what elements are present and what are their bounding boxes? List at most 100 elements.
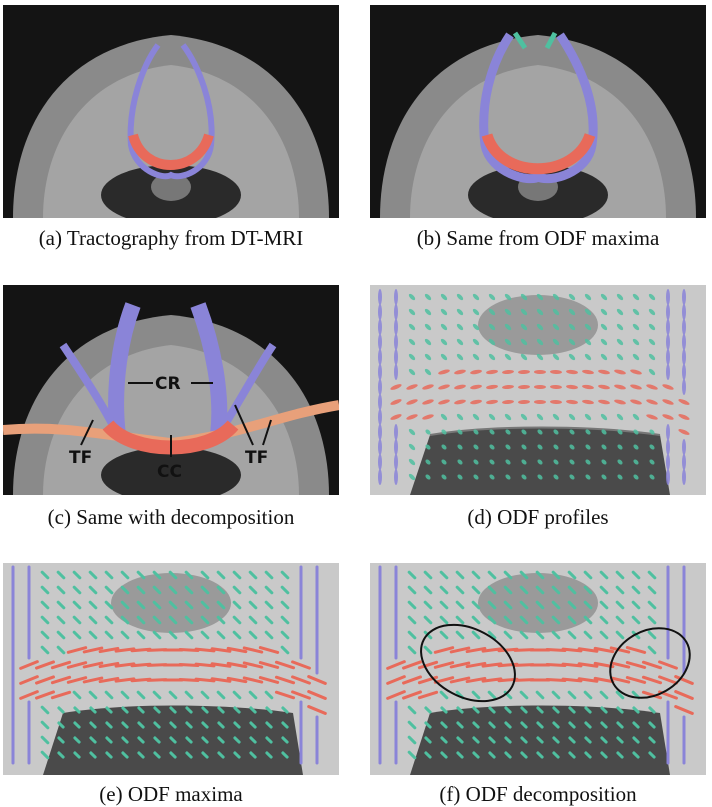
odf-glyph	[136, 600, 146, 610]
odf-glyph	[503, 600, 513, 610]
odf-glyph	[402, 660, 422, 670]
odf-glyph	[519, 570, 529, 580]
odf-glyph	[553, 444, 559, 450]
odf-glyph	[551, 690, 561, 700]
odf-glyph	[66, 646, 88, 654]
odf-glyph	[666, 424, 670, 440]
odf-glyph	[264, 585, 274, 595]
odf-glyph	[455, 600, 465, 610]
odf-glyph	[568, 323, 576, 331]
odf-glyph	[666, 349, 670, 365]
odf-glyph	[168, 630, 178, 640]
odf-glyph	[648, 293, 656, 301]
odf-glyph	[136, 570, 146, 580]
odf-glyph	[569, 474, 575, 480]
odf-glyph	[630, 369, 642, 375]
odf-glyph	[583, 615, 593, 625]
odf-glyph	[440, 721, 448, 729]
odf-glyph	[201, 706, 209, 714]
caption-e: (e) ODF maxima	[99, 782, 243, 806]
odf-glyph	[232, 600, 242, 610]
odf-glyph	[73, 751, 81, 759]
odf-glyph	[598, 384, 610, 390]
panel-d-image	[370, 285, 706, 495]
odf-glyph	[678, 414, 690, 420]
odf-glyph	[105, 721, 113, 729]
odf-glyph	[505, 459, 511, 465]
odf-glyph	[535, 630, 545, 640]
odf-glyph	[648, 706, 656, 714]
odf-glyph	[631, 570, 641, 580]
odf-glyph	[456, 751, 464, 759]
odf-glyph	[378, 364, 382, 380]
odf-glyph	[386, 675, 406, 685]
odf-glyph	[394, 319, 398, 335]
odf-glyph	[535, 585, 545, 595]
odf-glyph	[280, 645, 290, 655]
odf-glyph	[425, 474, 431, 480]
odf-glyph	[632, 751, 640, 759]
odf-glyph	[407, 585, 417, 595]
odf-glyph	[503, 570, 513, 580]
odf-glyph	[473, 459, 479, 465]
odf-glyph	[104, 630, 114, 640]
highlight-ellipse-left	[420, 623, 516, 703]
panel-a-image	[3, 5, 339, 218]
odf-glyph	[536, 736, 544, 744]
odf-glyph	[502, 384, 514, 390]
odf-glyph	[593, 676, 615, 684]
odf-glyph	[535, 570, 545, 580]
odf-glyph	[407, 615, 417, 625]
odf-glyph	[551, 615, 561, 625]
odf-glyph	[280, 585, 290, 595]
odf-glyph	[98, 661, 120, 669]
odf-glyph	[519, 690, 529, 700]
odf-glyph	[291, 690, 311, 700]
odf-glyph	[567, 600, 577, 610]
odf-glyph	[552, 413, 560, 421]
odf-glyph	[98, 676, 120, 684]
odf-glyph	[633, 444, 639, 450]
odf-glyph	[552, 353, 560, 361]
odf-glyph	[425, 429, 431, 435]
odf-glyph	[217, 706, 225, 714]
odf-glyph	[88, 615, 98, 625]
odf-glyph	[406, 399, 418, 405]
odf-glyph	[72, 585, 82, 595]
odf-glyph	[121, 721, 129, 729]
odf-glyph	[394, 334, 398, 350]
odf-glyph	[258, 646, 280, 654]
odf-glyph	[120, 615, 130, 625]
odf-glyph	[378, 319, 382, 335]
odf-glyph	[647, 600, 657, 610]
odf-glyph	[601, 474, 607, 480]
odf-glyph	[233, 721, 241, 729]
odf-glyph	[184, 600, 194, 610]
odf-glyph	[200, 570, 210, 580]
odf-glyph	[600, 751, 608, 759]
odf-glyph	[40, 720, 50, 730]
odf-glyph	[424, 721, 432, 729]
odf-glyph	[264, 600, 274, 610]
odf-glyph	[552, 736, 560, 744]
odf-glyph	[666, 334, 670, 350]
odf-glyph	[121, 751, 129, 759]
odf-glyph	[449, 646, 471, 654]
odf-glyph	[609, 661, 631, 669]
odf-glyph	[504, 353, 512, 361]
odf-glyph	[408, 338, 416, 346]
odf-glyph	[378, 379, 382, 395]
odf-glyph	[682, 364, 686, 380]
odf-glyph	[617, 444, 623, 450]
odf-glyph	[632, 736, 640, 744]
odf-glyph	[89, 751, 97, 759]
odf-glyph	[674, 705, 694, 715]
odf-glyph	[281, 706, 289, 714]
odf-glyph	[647, 615, 657, 625]
odf-glyph	[440, 323, 448, 331]
odf-glyph	[200, 600, 210, 610]
odf-glyph	[472, 308, 480, 316]
odf-glyph	[264, 630, 274, 640]
odf-glyph	[666, 289, 670, 305]
odf-glyph	[487, 570, 497, 580]
